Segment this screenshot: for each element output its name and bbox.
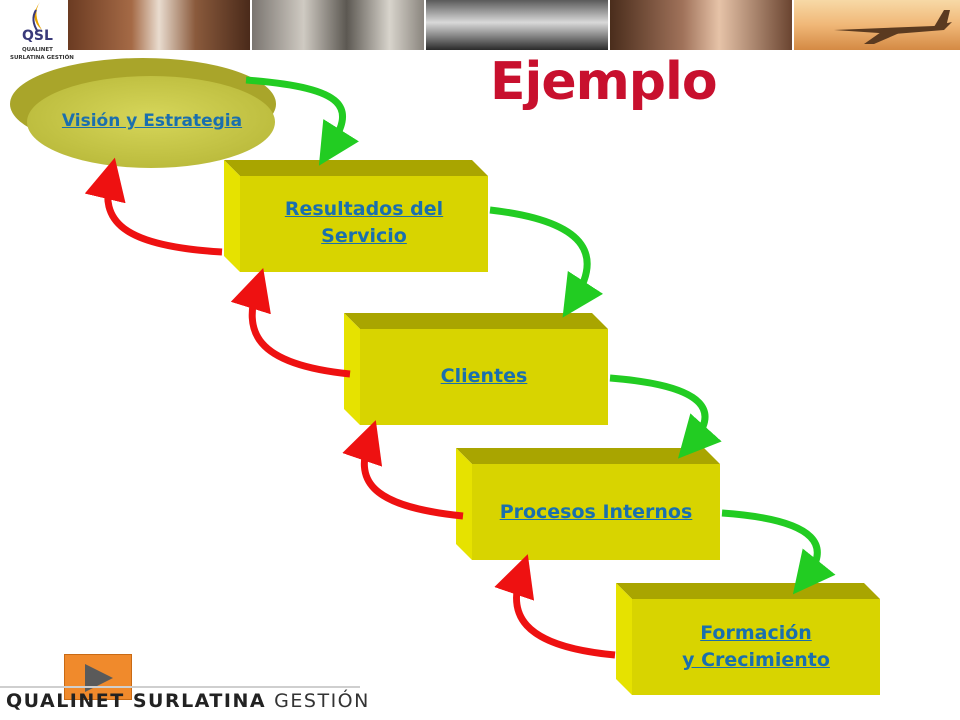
logo-swoosh-icon [32,2,42,33]
footer-brand-light: GESTIÓN [274,690,370,712]
logo-wordmark: QSL [22,28,53,44]
link-formacion-crecimiento[interactable]: Formación y Crecimiento [632,620,880,674]
link-resultados-servicio[interactable]: Resultados del Servicio [240,196,488,250]
header-banner [0,0,960,52]
banner-photo-meeting [610,0,792,50]
link-vision-estrategia[interactable]: Visión y Estrategia [30,108,274,135]
footer-divider [0,686,360,688]
feedback-arrow-clientes-to-resultados [230,267,351,378]
airplane-silhouette-icon [834,10,952,44]
feedback-arrow-formacion-to-procesos [494,554,616,659]
logo-line-2: SURLATINA GESTIÓN [10,55,74,61]
banner-photo-people-walking [252,0,424,50]
procesos-label: Procesos Internos [499,501,693,523]
forward-arrow-vision-to-resultados [245,76,359,166]
next-slide-button[interactable] [64,654,132,700]
resultados-label-line1: Resultados del [284,198,444,220]
block-resultados [224,160,488,272]
banner-photo-airplane-sunset [794,0,960,50]
vision-ellipse [27,76,275,168]
block-formacion [616,583,880,695]
qsl-logo: QSL QUALINET SURLATINA GESTIÓN [0,0,74,68]
play-icon [85,664,113,692]
logo-line-1: QUALINET [22,47,53,53]
block-clientes [344,313,608,425]
forward-arrow-clientes-to-procesos [609,374,722,459]
link-procesos-internos[interactable]: Procesos Internos [472,499,720,526]
banner-photo-jet [426,0,608,50]
block-procesos [456,448,720,560]
forward-arrow-procesos-to-formacion [721,509,836,595]
formacion-label-line1: Formación [700,622,812,644]
formacion-label-line2: y Crecimiento [682,649,830,671]
resultados-label-line2: Servicio [321,225,407,247]
page-title: Ejemplo [490,52,718,112]
link-clientes[interactable]: Clientes [360,363,608,390]
banner-photo-presentation [68,0,250,50]
clientes-label: Clientes [440,365,528,387]
forward-arrow-resultados-to-clientes [489,206,604,318]
footer-brand: QUALINET SURLATINA GESTIÓN [6,690,370,712]
vision-label: Visión y Estrategia [61,111,243,131]
feedback-arrow-resultados-to-vision [84,157,223,256]
footer-brand-bold: QUALINET SURLATINA [6,690,267,712]
feedback-arrow-procesos-to-clientes [342,420,464,520]
